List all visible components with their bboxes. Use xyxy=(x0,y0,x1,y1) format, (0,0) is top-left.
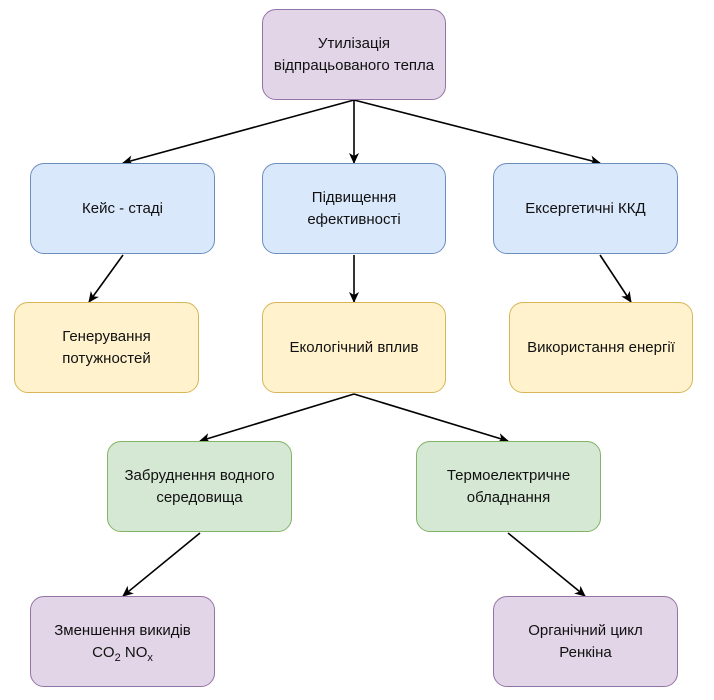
node-label-line: відпрацьованого тепла xyxy=(273,56,435,74)
node-thermoelectric[interactable]: Термоелектричне обладнання xyxy=(416,441,601,532)
node-label: Забруднення водного середовища xyxy=(124,465,274,509)
edge-exergy-to-energy-use xyxy=(599,254,632,303)
node-label-line: Екологічний вплив xyxy=(289,338,419,356)
node-label: Утилізація відпрацьованого тепла xyxy=(274,33,434,77)
edge-eco-impact-to-thermoelectric xyxy=(353,393,509,443)
subscript: x xyxy=(147,651,153,664)
edge-waste-heat-to-case-studies xyxy=(122,99,355,166)
node-label: Термоелектричне обладнання xyxy=(447,465,570,509)
edge-water-pollution-to-emissions xyxy=(122,532,201,597)
node-eco-impact[interactable]: Екологічний вплив xyxy=(262,302,446,393)
node-label-line: Органічний цикл xyxy=(528,621,643,639)
node-label-line: ефективності xyxy=(307,210,401,228)
node-power-gen[interactable]: Генерування потужностей xyxy=(14,302,199,393)
node-label-line: Забруднення водного xyxy=(124,466,275,484)
subscript: 2 xyxy=(114,651,121,664)
node-label-line: Генерування xyxy=(62,327,151,345)
node-label: Використання енергії xyxy=(527,337,675,359)
node-label-line: Ексергетичні ККД xyxy=(525,199,646,217)
node-label: Ексергетичні ККД xyxy=(525,198,645,220)
edge-waste-heat-to-exergy xyxy=(353,99,601,166)
node-label-line: потужностей xyxy=(62,349,151,367)
node-label-line: Підвищення xyxy=(311,188,397,206)
node-label: Кейс - стаді xyxy=(82,198,163,220)
node-case-studies[interactable]: Кейс - стаді xyxy=(30,163,215,254)
node-label-line: Використання енергії xyxy=(527,338,675,356)
node-label-line: Утилізація xyxy=(317,34,391,52)
node-label: Генерування потужностей xyxy=(62,326,151,370)
edge-eco-impact-to-water-pollution xyxy=(199,393,355,443)
node-water-pollution[interactable]: Забруднення водного середовища xyxy=(107,441,292,532)
node-label-line: Термоелектричне xyxy=(446,466,571,484)
chemical-formula: CO2 NOx xyxy=(92,643,153,664)
edge-case-studies-to-power-gen xyxy=(88,254,124,303)
node-label: Екологічний вплив xyxy=(289,337,418,359)
edge-thermoelectric-to-orc xyxy=(507,532,586,597)
node-efficiency[interactable]: Підвищення ефективності xyxy=(262,163,446,254)
node-energy-use[interactable]: Використання енергії xyxy=(509,302,693,393)
node-label: Підвищення ефективності xyxy=(307,187,400,231)
node-label-line: середовища xyxy=(156,488,243,506)
node-label-line: Кейс - стаді xyxy=(82,199,163,217)
node-label-line: Зменшення викидів xyxy=(54,621,191,639)
node-label-line: обладнання xyxy=(466,488,551,506)
node-label-line: Ренкіна xyxy=(559,643,612,661)
node-waste-heat[interactable]: Утилізація відпрацьованого тепла xyxy=(262,9,446,100)
node-exergy[interactable]: Ексергетичні ККД xyxy=(493,163,678,254)
